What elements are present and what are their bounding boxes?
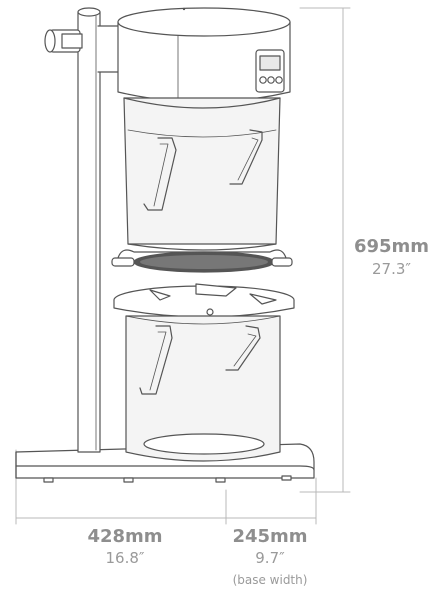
side-knob [44,29,83,53]
foot-right [215,477,226,483]
foot-rear [281,475,292,481]
head-screw [182,7,186,11]
control-button-3 [275,76,283,84]
display-screen [259,55,281,71]
control-button-2 [267,76,275,84]
base-width-metric-label: 245mm [232,526,308,547]
foot-left [43,477,54,483]
drip-lid [113,283,295,326]
lower-carafe-handles [139,325,261,395]
control-button-1 [259,76,267,84]
depth-metric-label: 428mm [87,526,163,547]
base-width-note: (base width) [232,573,308,587]
stand-pole [77,7,101,453]
upper-carafe [123,97,281,251]
mesh-filter [111,249,293,273]
foot-middle [123,477,134,483]
base-width-imperial-label: 9.7″ [255,549,285,567]
height-imperial-label: 27.3″ [371,260,411,278]
height-metric-label: 695mm [353,236,430,257]
lower-carafe [125,315,281,462]
control-panel [255,49,285,93]
upper-carafe-handles [143,129,263,211]
depth-imperial-label: 16.8″ [105,549,145,567]
brew-head [117,7,291,103]
dimension-lines [15,7,351,525]
support-arm [97,25,121,73]
